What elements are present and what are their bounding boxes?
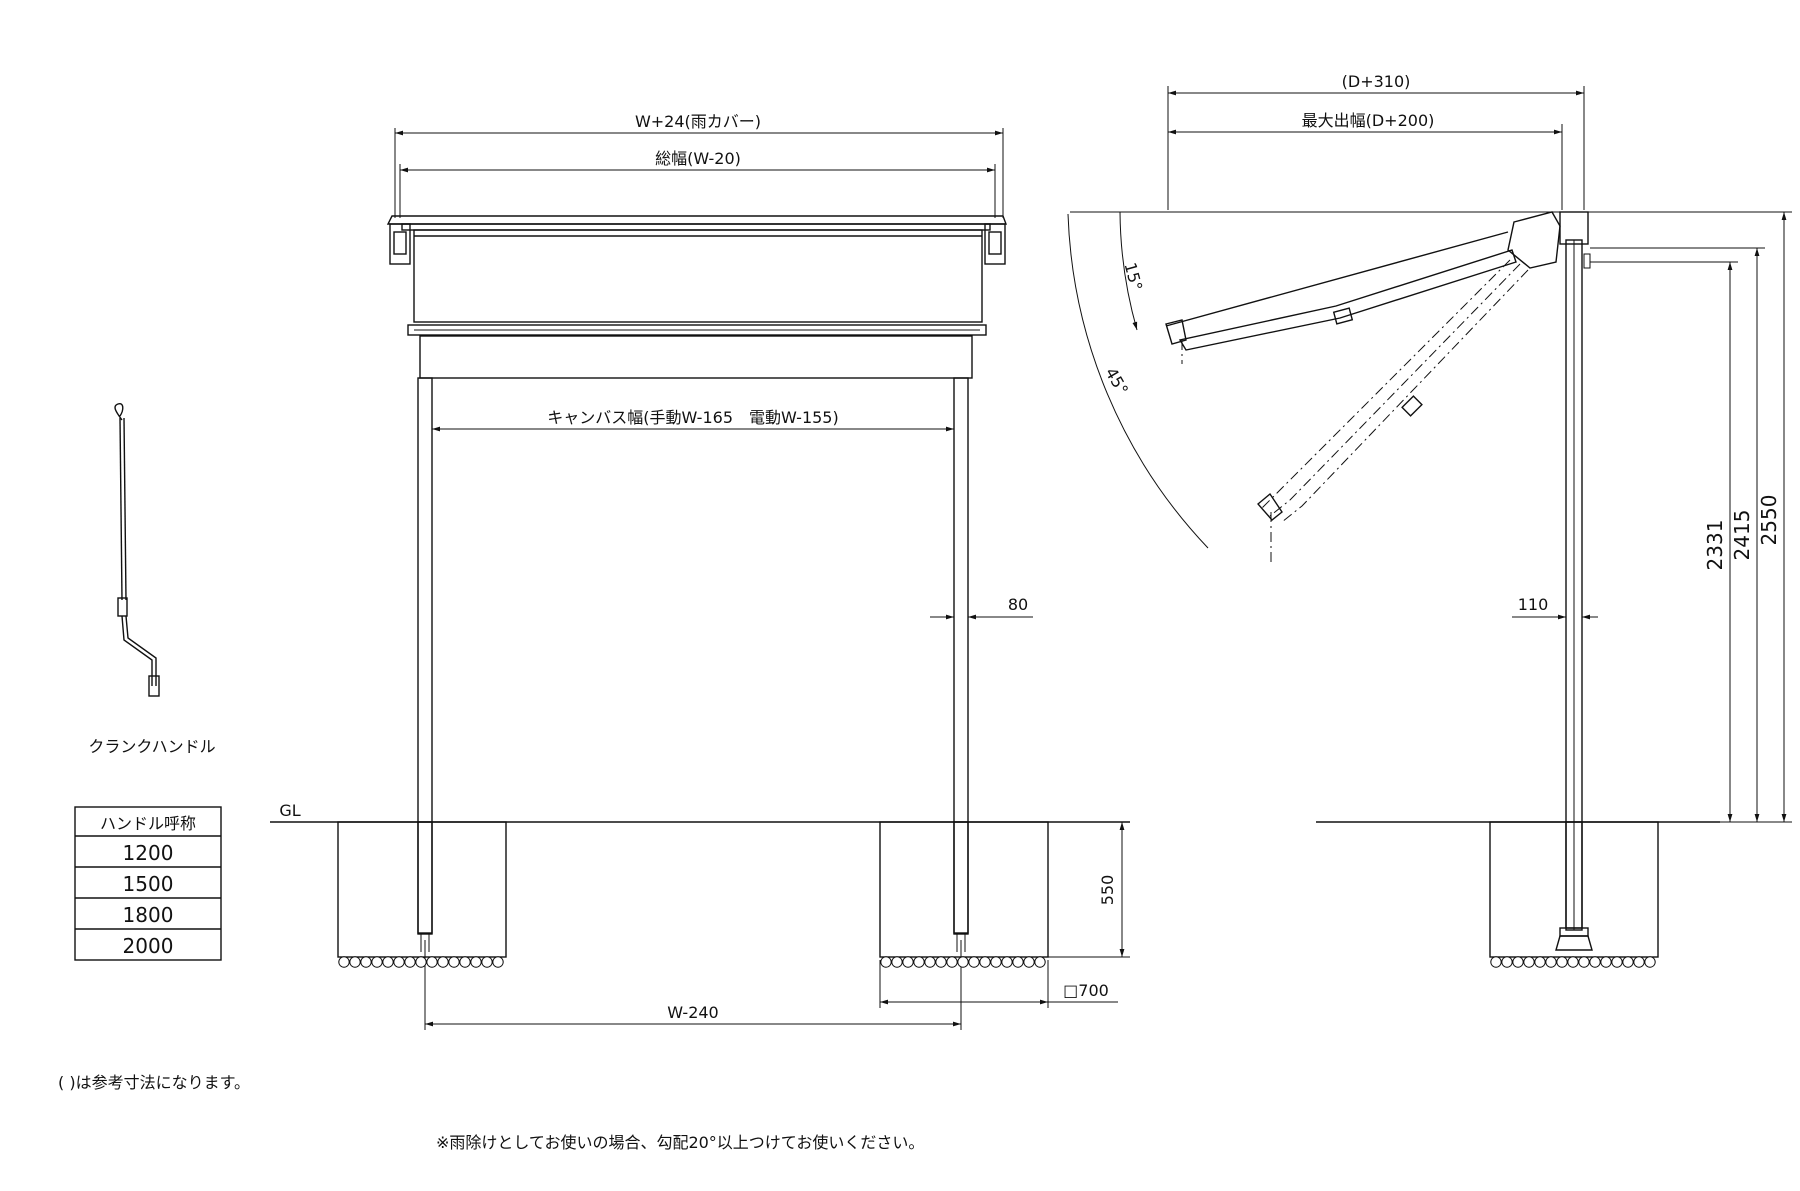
gravel-stone (338, 956, 350, 968)
angle-45-label: 45° (1101, 364, 1132, 398)
gravel-stone (891, 956, 903, 968)
dim-w240-label: W-240 (667, 1003, 718, 1022)
gravel-stone (1034, 956, 1046, 968)
gravel-stone (1633, 956, 1645, 968)
dim-w24-label: W+24(雨カバー) (635, 112, 761, 131)
gravel-stone (957, 956, 969, 968)
dim-d310-label: (D+310) (1342, 72, 1411, 91)
gravel-stone (1600, 956, 1612, 968)
gravel-stone (968, 956, 980, 968)
gravel-stone (1567, 956, 1579, 968)
crank-handle-label: クランクハンドル (88, 737, 215, 756)
gravel-stone (426, 956, 438, 968)
dim-80-label: 80 (1008, 595, 1028, 614)
gravel-stone (349, 956, 361, 968)
gravel-stone (415, 956, 427, 968)
gravel-stone (360, 956, 372, 968)
dim-700-label: □700 (1063, 981, 1109, 1000)
side-view (1067, 86, 1792, 958)
gravel-stone (990, 956, 1002, 968)
dim-canvas-width-label: キャンバス幅(手動W-165 電動W-155) (547, 408, 838, 427)
gravel-bed (338, 956, 1656, 968)
gravel-stone (935, 956, 947, 968)
handle-table-row: 2000 (123, 934, 174, 958)
dim-total-width-label: 総幅(W-20) (655, 149, 741, 168)
ground-level-label: GL (279, 801, 300, 820)
gravel-stone (1578, 956, 1590, 968)
dim-2415-label: 2415 (1730, 510, 1754, 561)
gravel-stone (924, 956, 936, 968)
rain-note: ※雨除けとしてお使いの場合、勾配20°以上つけてお使いください。 (436, 1133, 924, 1152)
gravel-stone (1501, 956, 1513, 968)
gravel-stone (1611, 956, 1623, 968)
gravel-stone (481, 956, 493, 968)
front-view (270, 128, 1130, 1030)
gravel-stone (459, 956, 471, 968)
gravel-stone (492, 956, 504, 968)
gravel-stone (404, 956, 416, 968)
gravel-stone (1622, 956, 1634, 968)
dim-max-projection-label: 最大出幅(D+200) (1302, 111, 1435, 130)
gravel-stone (1545, 956, 1557, 968)
gravel-stone (1512, 956, 1524, 968)
gravel-stone (1589, 956, 1601, 968)
handle-table-row: 1200 (123, 841, 174, 865)
angle-15-label: 15° (1120, 260, 1146, 292)
gravel-stone (979, 956, 991, 968)
gravel-stone (371, 956, 383, 968)
reference-note: ( )は参考寸法になります。 (58, 1073, 250, 1092)
handle-table-header: ハンドル呼称 (100, 814, 196, 833)
gravel-stone (437, 956, 449, 968)
gravel-stone (1556, 956, 1568, 968)
gravel-stone (1012, 956, 1024, 968)
gravel-stone (470, 956, 482, 968)
gravel-stone (1534, 956, 1546, 968)
gravel-stone (913, 956, 925, 968)
handle-size-table (74, 806, 222, 961)
handle-table-row: 1500 (123, 872, 174, 896)
crank-handle-icon (114, 403, 160, 697)
dim-550-label: 550 (1098, 875, 1117, 906)
dim-110-label: 110 (1518, 595, 1549, 614)
gravel-stone (880, 956, 892, 968)
gravel-stone (1490, 956, 1502, 968)
gravel-stone (946, 956, 958, 968)
gravel-stone (1644, 956, 1656, 968)
gravel-stone (1001, 956, 1013, 968)
handle-table-row: 1800 (123, 903, 174, 927)
dim-2550-label: 2550 (1757, 495, 1781, 546)
gravel-stone (448, 956, 460, 968)
gravel-stone (902, 956, 914, 968)
dim-2331-label: 2331 (1703, 520, 1727, 571)
gravel-stone (393, 956, 405, 968)
gravel-stone (1523, 956, 1535, 968)
gravel-stone (382, 956, 394, 968)
gravel-stone (1023, 956, 1035, 968)
